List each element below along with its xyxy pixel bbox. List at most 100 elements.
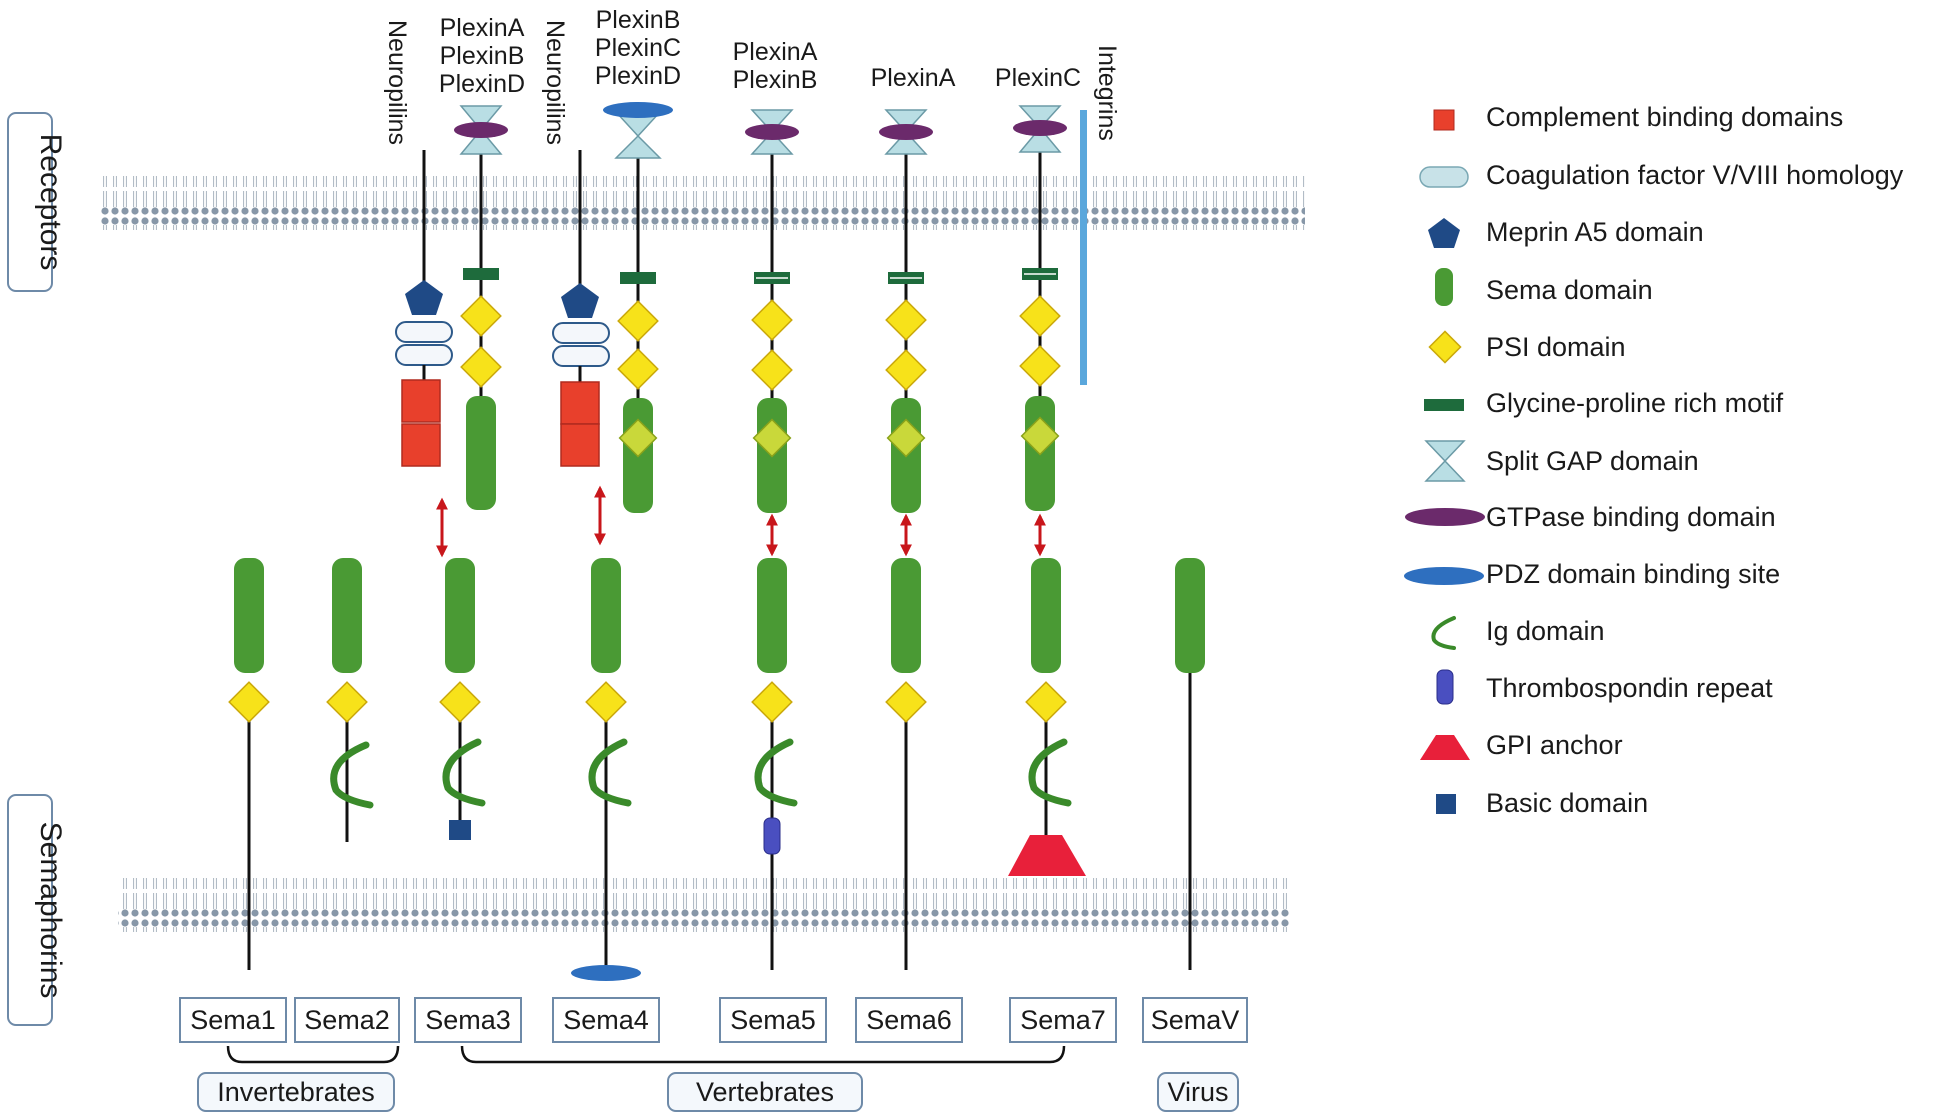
legend-item-meprin: Meprin A5 domain — [1428, 217, 1704, 248]
complement-square-icon — [401, 379, 441, 423]
psi-diamond-icon — [751, 349, 793, 391]
sema2-label: Sema2 — [304, 1005, 390, 1035]
svg-text:Integrins: Integrins — [1093, 45, 1121, 141]
legend-item-split-gap: Split GAP domain — [1424, 440, 1699, 482]
plexin-c-receptor: PlexinC — [995, 64, 1081, 511]
svg-text:PlexinB: PlexinB — [440, 42, 525, 70]
svg-text:PlexinB: PlexinB — [733, 66, 818, 94]
light-blue-capsule-icon — [1419, 166, 1469, 188]
legend-item-thrombospondin: Thrombospondin repeat — [1436, 669, 1773, 705]
gtpase-ellipse-icon — [1013, 120, 1067, 136]
glycine-proline-bar-icon — [463, 268, 499, 280]
legend-item-glycine: Glycine-proline rich motif — [1424, 388, 1784, 418]
sema-domain-bar-icon — [891, 558, 921, 673]
split-gap-hourglass-icon — [614, 111, 662, 159]
invertebrates-bracket — [226, 1045, 400, 1064]
gtpase-ellipse-icon — [454, 122, 508, 138]
psi-diamond-icon — [1020, 416, 1060, 456]
sema-domain-bar-icon — [1031, 558, 1061, 673]
gtpase-ellipse-icon — [879, 124, 933, 140]
coagulation-capsule-icon — [395, 321, 453, 343]
psi-diamond-icon — [1025, 681, 1067, 723]
basic-domain-square-icon — [449, 820, 471, 840]
psi-diamond-icon — [751, 681, 793, 723]
lower-membrane — [118, 878, 1290, 932]
green-rounded-bar-icon — [1435, 268, 1453, 306]
gtpase-ellipse-icon — [745, 124, 799, 140]
meprin-pentagon-icon — [405, 280, 443, 315]
psi-diamond-icon — [1019, 345, 1061, 387]
coagulation-capsule-icon — [552, 345, 610, 367]
psi-diamond-icon — [460, 295, 502, 337]
psi-diamond-icon — [460, 346, 502, 388]
psi-diamond-icon — [751, 299, 793, 341]
sema-domain-bar-icon — [445, 558, 475, 673]
ig-domain-arc-icon — [330, 741, 374, 809]
sema3-ligand — [439, 558, 486, 840]
green-arc-icon — [1431, 616, 1456, 650]
navy-square-icon — [1436, 794, 1456, 814]
semav-ligand — [1175, 558, 1205, 970]
psi-diamond-icon — [885, 349, 927, 391]
sema5-ligand — [751, 558, 798, 970]
svg-text:GPI anchor: GPI anchor — [1486, 730, 1623, 760]
sema-domain-bar-icon — [757, 558, 787, 673]
plexin-ab-receptor: PlexinA PlexinB — [733, 38, 818, 513]
virus-label: Virus — [1167, 1077, 1228, 1107]
neuropilin-receptor-1: Neuropilins — [383, 20, 453, 467]
legend-item-pdz: PDZ domain binding site — [1404, 559, 1780, 589]
ig-domain-arc-icon — [1028, 738, 1072, 807]
legend-item-psi: PSI domain — [1428, 330, 1626, 364]
psi-diamond-icon — [1019, 295, 1061, 337]
semav-label: SemaV — [1151, 1005, 1240, 1035]
integrin-receptor: Integrins — [1080, 45, 1121, 385]
sema4-ligand — [571, 558, 641, 981]
svg-text:Thrombospondin repeat: Thrombospondin repeat — [1486, 673, 1773, 703]
svg-text:Semaphorins: Semaphorins — [34, 822, 67, 999]
group-labels: Invertebrates Vertebrates Virus — [197, 1072, 1239, 1112]
sema-domain-bar-icon — [591, 558, 621, 673]
gpi-anchor-trapezoid-icon — [1008, 835, 1086, 876]
coagulation-capsule-icon — [552, 322, 610, 344]
yellow-diamond-icon — [1428, 330, 1462, 364]
complement-square-icon — [560, 423, 600, 467]
svg-text:PlexinA: PlexinA — [440, 14, 525, 42]
svg-text:PlexinD: PlexinD — [439, 70, 525, 98]
psi-diamond-icon — [228, 681, 270, 723]
psi-diamond-icon — [885, 681, 927, 723]
plexin-abd-receptor: PlexinA PlexinB PlexinD — [439, 14, 525, 510]
legend-item-complement: Complement binding domains — [1433, 102, 1843, 132]
thrombospondin-capsule-icon — [763, 817, 781, 855]
svg-text:PlexinA: PlexinA — [871, 64, 956, 92]
svg-text:Neuropilins: Neuropilins — [383, 20, 411, 145]
sema-label-boxes: Sema1 Sema2 Sema3 Sema4 Sema5 Sema6 Sema… — [179, 997, 1248, 1043]
svg-text:PDZ domain binding site: PDZ domain binding site — [1486, 559, 1780, 589]
psi-diamond-icon — [886, 418, 926, 458]
meprin-pentagon-icon — [561, 283, 599, 318]
semaphorins-section-label: Semaphorins — [7, 794, 67, 1026]
svg-text:Sema domain: Sema domain — [1486, 275, 1653, 305]
pdz-ellipse-icon — [603, 102, 673, 118]
svg-text:PSI domain: PSI domain — [1486, 332, 1626, 362]
svg-text:Coagulation factor V/VIII homo: Coagulation factor V/VIII homology — [1486, 160, 1904, 190]
red-trapezoid-icon — [1420, 735, 1470, 760]
group-brackets — [226, 1045, 1066, 1064]
glycine-proline-bar-icon — [620, 272, 656, 284]
sema2-ligand — [326, 558, 374, 842]
sema7-label: Sema7 — [1020, 1005, 1106, 1035]
psi-diamond-icon — [617, 300, 659, 342]
legend-item-sema: Sema domain — [1435, 268, 1653, 306]
legend-item-ig: Ig domain — [1431, 616, 1605, 650]
legend: Complement binding domains Coagulation f… — [1404, 102, 1904, 818]
sema6-ligand — [885, 558, 927, 970]
sema1-label: Sema1 — [190, 1005, 276, 1035]
plexin-bcd-receptor: PlexinB PlexinC PlexinD — [595, 6, 681, 513]
receptors-section-label: Receptors — [7, 112, 67, 292]
sema1-ligand — [228, 558, 270, 970]
svg-text:PlexinC: PlexinC — [995, 64, 1081, 92]
svg-text:Basic domain: Basic domain — [1486, 788, 1648, 818]
legend-item-coagulation: Coagulation factor V/VIII homology — [1419, 160, 1904, 190]
dark-green-bar-icon — [1424, 399, 1464, 411]
